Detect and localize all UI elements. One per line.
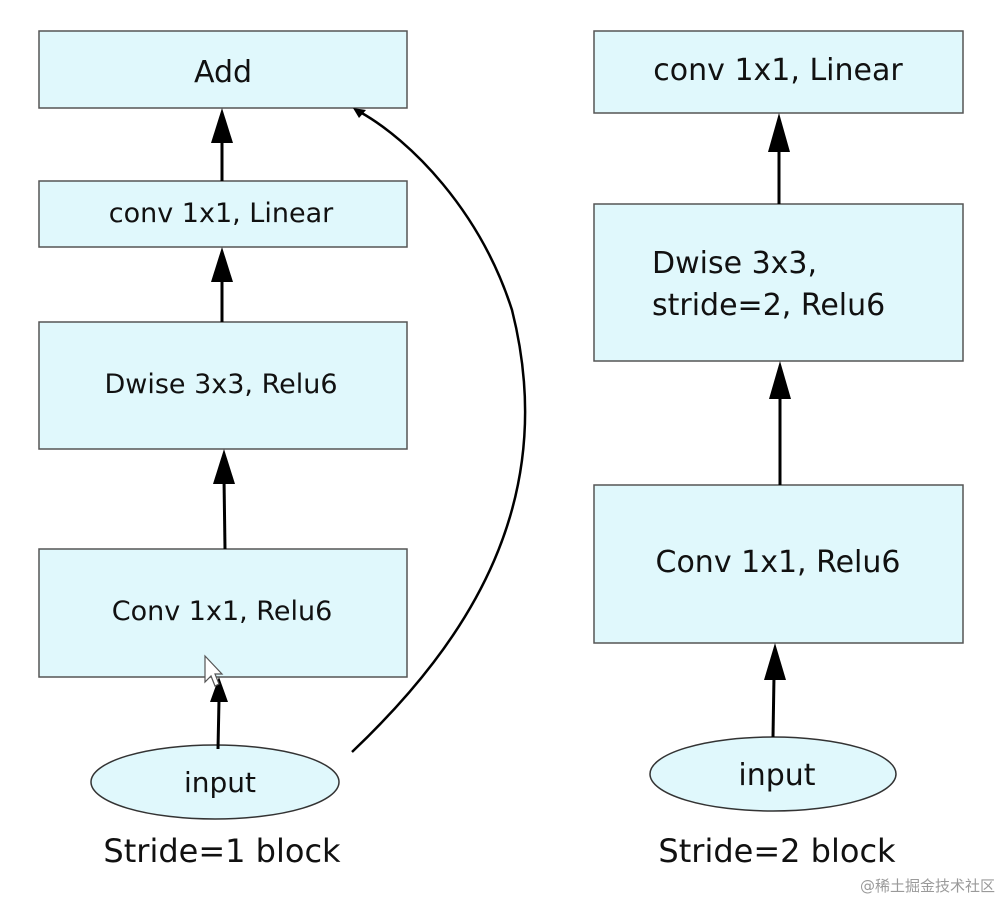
right-dwise-label-line1: Dwise 3x3,: [652, 246, 817, 281]
left-caption: Stride=1 block: [103, 832, 341, 870]
right-conv-linear-node: conv 1x1, Linear: [593, 30, 964, 114]
right-arrow-input-to-conv: [764, 643, 786, 738]
right-arrow-dwise-to-linear: [768, 113, 790, 204]
left-input-node: input: [90, 744, 340, 820]
left-arrow-conv-to-dwise: [213, 449, 235, 550]
stride2-block: conv 1x1, Linear Dwise 3x3, stride=2, Re…: [593, 30, 964, 870]
right-dwise-node: Dwise 3x3, stride=2, Relu6: [593, 203, 964, 362]
right-arrow-conv-to-dwise: [769, 361, 791, 485]
stride1-block: Add conv 1x1, Linear Dwise 3x3, Relu6 Co…: [38, 30, 527, 870]
left-add-node: Add: [38, 30, 408, 109]
right-input-node: input: [649, 736, 897, 812]
right-input-label: input: [738, 758, 815, 793]
left-skip-connection: [351, 108, 527, 753]
watermark-text: @稀土掘金技术社区: [860, 877, 995, 895]
left-input-label: input: [184, 766, 256, 799]
left-dwise-node: Dwise 3x3, Relu6: [38, 321, 408, 450]
mouse-cursor-icon: [204, 654, 224, 687]
left-dwise-label: Dwise 3x3, Relu6: [104, 369, 337, 400]
left-add-label: Add: [194, 55, 252, 90]
left-arrow-dwise-to-linear: [211, 247, 233, 322]
right-conv-relu-node: Conv 1x1, Relu6: [593, 484, 964, 644]
left-conv-linear-node: conv 1x1, Linear: [38, 180, 408, 248]
right-caption: Stride=2 block: [658, 832, 896, 870]
left-arrow-linear-to-add: [211, 108, 233, 181]
left-conv-relu-label: Conv 1x1, Relu6: [112, 596, 333, 627]
right-dwise-label-line2: stride=2, Relu6: [652, 288, 885, 323]
left-conv-relu-node: Conv 1x1, Relu6: [38, 548, 408, 678]
right-conv-linear-label: conv 1x1, Linear: [653, 53, 903, 88]
left-conv-linear-label: conv 1x1, Linear: [109, 198, 334, 229]
right-conv-relu-label: Conv 1x1, Relu6: [656, 545, 901, 580]
left-arrow-input-to-conv: [210, 677, 228, 750]
